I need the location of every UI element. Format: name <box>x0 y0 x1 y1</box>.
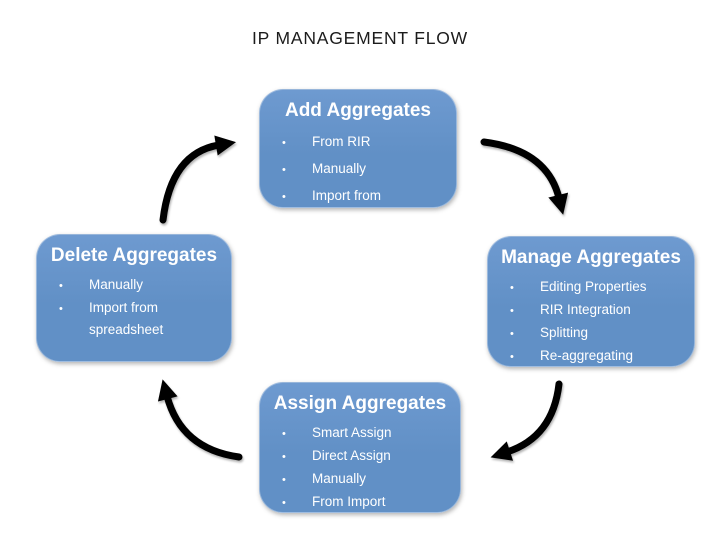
list-item-label: Re-aggregating <box>540 348 634 363</box>
diagram-title: IP MANAGEMENT FLOW <box>251 28 468 48</box>
arrow-manage-to-assign-icon <box>490 380 563 461</box>
node-item-list: • Manually • Import from spreadsheet <box>47 274 221 341</box>
list-item: • Manually <box>278 468 450 491</box>
list-item-label: From Import <box>312 494 386 509</box>
list-item-label: Manually <box>312 471 367 486</box>
node-title: Assign Aggregates <box>273 393 447 414</box>
list-item: • RIR Integration <box>506 299 684 322</box>
bullet-icon: • <box>282 497 286 509</box>
list-item-label: Splitting <box>540 325 589 340</box>
list-item-label: Editing Properties <box>540 279 647 294</box>
flow-node-delete-aggregates: Delete Aggregates • Manually • Import fr… <box>36 234 232 362</box>
bullet-icon: • <box>59 303 63 315</box>
bullet-icon: • <box>510 282 514 294</box>
list-item: • Manually <box>278 156 446 183</box>
list-item-label: Smart Assign <box>312 425 392 440</box>
bullet-icon: • <box>282 164 286 176</box>
bullet-icon: • <box>282 474 286 486</box>
node-item-list: • Editing Properties • RIR Integration •… <box>498 276 684 368</box>
list-item-label: Manually <box>89 277 144 292</box>
arrow-add-to-manage-icon <box>480 138 569 215</box>
node-title: Manage Aggregates <box>501 247 681 268</box>
list-item: • Re-aggregating <box>506 345 684 368</box>
list-item: • Direct Assign <box>278 445 450 468</box>
list-item-label: Manually <box>312 161 367 176</box>
bullet-icon: • <box>510 328 514 340</box>
list-item: • Splitting <box>506 322 684 345</box>
arrow-assign-to-delete-icon <box>157 379 243 461</box>
list-item-label: Import from spreadsheet <box>89 300 164 337</box>
node-item-list: • Smart Assign • Direct Assign • Manuall… <box>270 422 450 514</box>
node-item-list: • From RIR • Manually • Import from spre… <box>270 129 446 233</box>
list-item: • Manually <box>55 274 221 297</box>
node-title: Delete Aggregates <box>50 245 218 266</box>
list-item: • Import from spreadsheet <box>55 297 221 341</box>
bullet-icon: • <box>282 428 286 440</box>
bullet-icon: • <box>282 191 286 203</box>
list-item-label: Import from spreadsheet <box>312 188 387 228</box>
list-item-label: From RIR <box>312 134 371 149</box>
node-title: Add Aggregates <box>284 100 432 121</box>
bullet-icon: • <box>510 351 514 363</box>
bullet-icon: • <box>59 280 63 292</box>
list-item-label: Direct Assign <box>312 448 391 463</box>
list-item: • From RIR <box>278 129 446 156</box>
list-item: • Editing Properties <box>506 276 684 299</box>
bullet-icon: • <box>282 451 286 463</box>
flow-node-add-aggregates: Add Aggregates • From RIR • Manually • I… <box>259 89 457 228</box>
flow-node-manage-aggregates: Manage Aggregates • Editing Properties •… <box>487 236 695 367</box>
list-item-label: RIR Integration <box>540 302 631 317</box>
list-item: • From Import <box>278 491 450 514</box>
list-item: • Import from spreadsheet <box>278 183 446 233</box>
list-item: • Smart Assign <box>278 422 450 445</box>
arrow-delete-to-add-icon <box>159 135 237 224</box>
bullet-icon: • <box>282 137 286 149</box>
flow-node-assign-aggregates: Assign Aggregates • Smart Assign • Direc… <box>259 382 461 513</box>
bullet-icon: • <box>510 305 514 317</box>
